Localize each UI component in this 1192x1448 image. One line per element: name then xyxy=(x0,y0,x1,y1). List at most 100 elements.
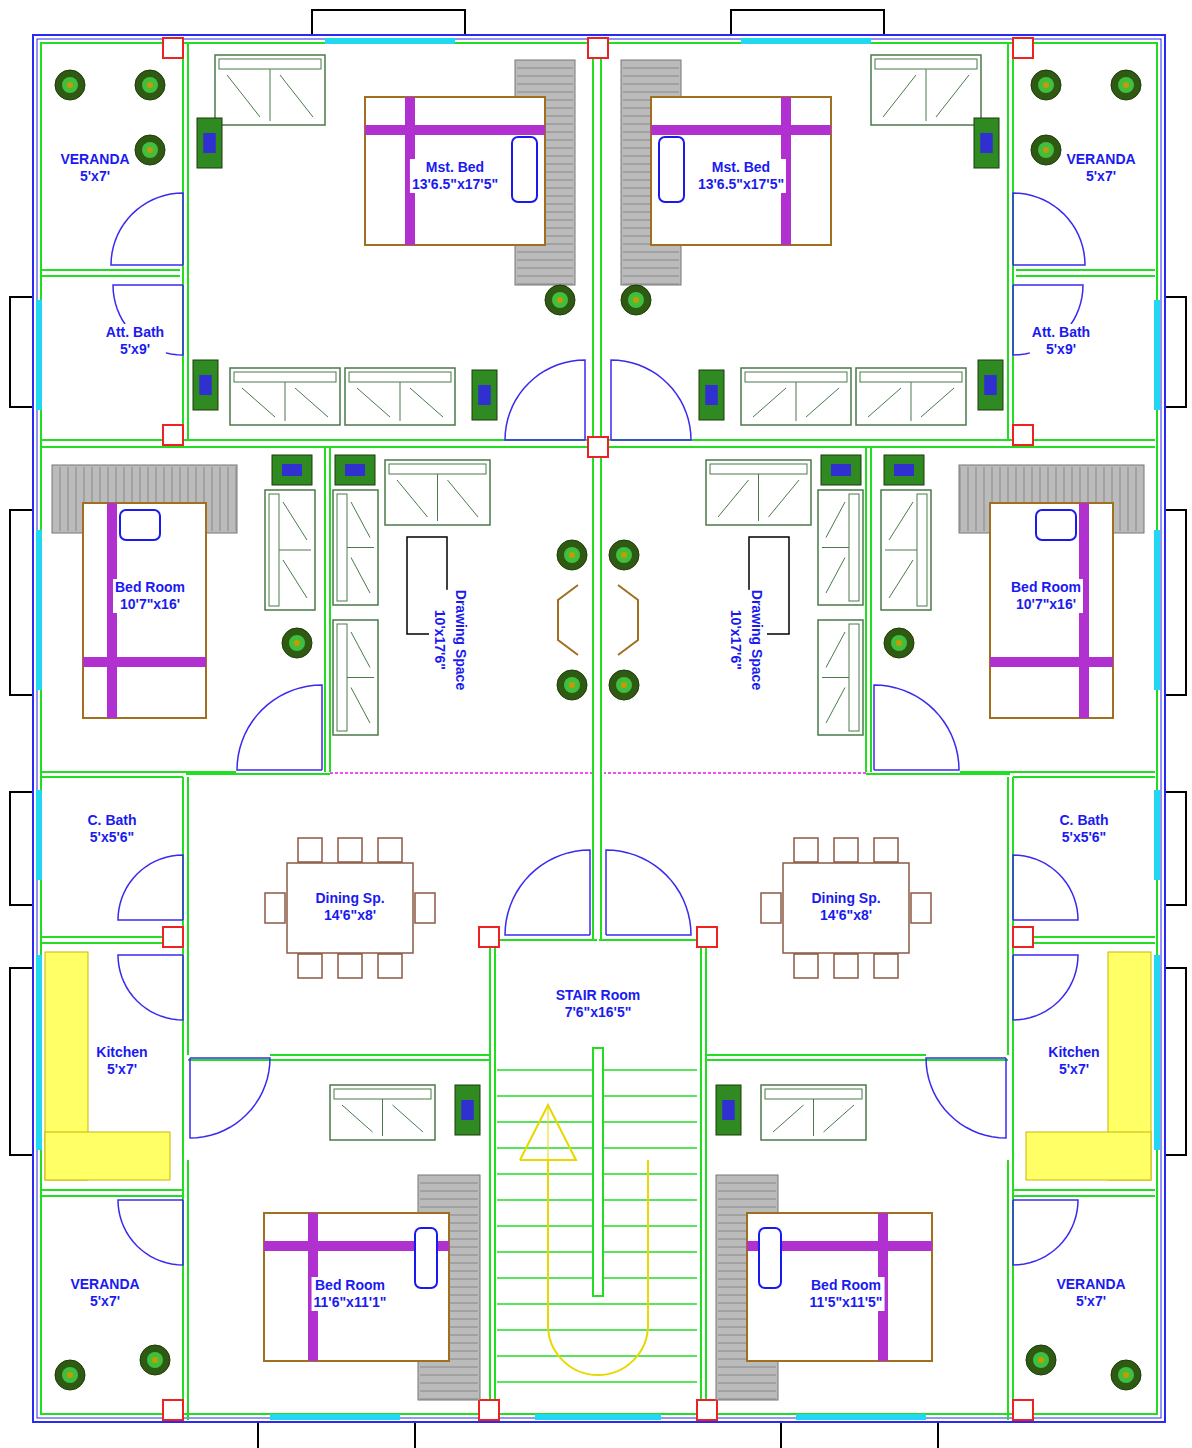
wall xyxy=(489,940,491,1420)
sofa-symbol xyxy=(295,388,328,417)
planter-symbol xyxy=(821,455,861,485)
wall xyxy=(1007,777,1009,1055)
sofa-symbol xyxy=(849,494,859,601)
wardrobe-symbol xyxy=(718,1391,776,1392)
opening-line xyxy=(604,772,866,774)
room-dimension: 10'7"x16' xyxy=(113,596,187,613)
planter-symbol xyxy=(984,375,997,395)
projection xyxy=(731,10,884,35)
chair-symbol xyxy=(415,893,435,923)
room-dimension: 10'7"x16' xyxy=(1009,596,1083,613)
room-label: Bed Room10'7"x16' xyxy=(113,579,187,613)
column xyxy=(163,927,183,947)
plant-symbol xyxy=(621,552,627,558)
planter-symbol xyxy=(461,1100,474,1120)
sofa-symbol xyxy=(230,368,340,425)
projection xyxy=(1163,792,1186,905)
plant-symbol xyxy=(1026,1345,1056,1375)
window xyxy=(36,790,42,880)
sofa-symbol xyxy=(397,480,428,517)
wardrobe-symbol xyxy=(517,92,573,93)
wall xyxy=(494,945,496,1420)
sofa-symbol xyxy=(393,1105,424,1132)
plant-symbol xyxy=(557,540,587,570)
column xyxy=(1013,1400,1033,1420)
planter-symbol xyxy=(831,464,851,476)
pillow-symbol xyxy=(659,137,684,202)
planter-symbol xyxy=(980,133,993,153)
bed-cover xyxy=(83,657,206,667)
room: VERANDA5'x7' xyxy=(40,1195,180,1420)
pillow-symbol xyxy=(759,1228,781,1288)
plant-symbol xyxy=(142,142,158,158)
column xyxy=(1013,38,1033,58)
sofa-symbol xyxy=(219,59,321,69)
chair-symbol xyxy=(794,838,818,862)
plant-symbol xyxy=(1118,1367,1134,1383)
plant-symbol xyxy=(1038,142,1054,158)
sofa-symbol xyxy=(285,382,286,421)
inner-wall xyxy=(41,43,1157,1414)
wardrobe-symbol xyxy=(420,1383,478,1384)
room: STAIR Room7'6"x16'5" xyxy=(495,943,701,1420)
room-name: VERANDA xyxy=(1064,151,1137,168)
sofa-symbol xyxy=(334,1089,431,1099)
wardrobe-symbol xyxy=(718,1399,776,1400)
room: VERANDA5'x7' xyxy=(1016,42,1156,268)
wardrobe-symbol xyxy=(420,1391,478,1392)
sofa-symbol xyxy=(227,75,260,117)
room-name: Att. Bath xyxy=(104,324,166,341)
wall xyxy=(706,1054,926,1056)
plant-symbol xyxy=(1123,1372,1129,1378)
sofa-symbol xyxy=(710,464,807,474)
sofa-symbol xyxy=(769,480,800,517)
room-name: Kitchen xyxy=(1046,1044,1101,1061)
wardrobe-symbol xyxy=(718,1367,776,1368)
wall xyxy=(599,939,706,941)
wardrobe-symbol xyxy=(623,284,679,285)
bed-symbol xyxy=(83,503,206,718)
stair-tread xyxy=(497,1303,697,1305)
room-label: VERANDA5'x7' xyxy=(68,1276,141,1310)
window xyxy=(741,38,871,44)
wardrobe-symbol xyxy=(517,84,573,85)
sofa-symbol xyxy=(283,560,307,598)
room-dimension: 5'x7' xyxy=(1064,168,1137,185)
bed-symbol xyxy=(651,97,831,245)
wall xyxy=(41,275,180,277)
wardrobe-symbol xyxy=(623,268,679,269)
plant-symbol xyxy=(621,682,627,688)
plant-symbol xyxy=(1038,1357,1044,1363)
door-swing xyxy=(874,685,959,770)
wall xyxy=(1013,1195,1155,1197)
wall xyxy=(41,776,183,778)
chair-symbol xyxy=(338,954,362,978)
chair-symbol xyxy=(298,838,322,862)
wardrobe-symbol xyxy=(1136,467,1137,531)
planter-symbol xyxy=(282,464,302,476)
pillow-symbol xyxy=(120,510,160,540)
room-name: C. Bath xyxy=(1058,812,1111,829)
sofa-symbol xyxy=(875,59,977,69)
kitchen-counter xyxy=(45,1132,170,1180)
plant-symbol xyxy=(147,1352,163,1368)
room-name: Bed Room xyxy=(113,579,187,596)
sofa-symbol xyxy=(351,502,370,538)
wardrobe-symbol xyxy=(517,268,573,269)
chair-symbol xyxy=(378,838,402,862)
door-swing xyxy=(1013,193,1085,265)
wardrobe-symbol xyxy=(517,276,573,277)
wardrobe-symbol xyxy=(517,252,573,253)
room: VERANDA5'x7' xyxy=(40,42,180,268)
wardrobe-symbol xyxy=(718,1207,776,1208)
room-label: Mst. Bed13'6.5"x17'5" xyxy=(410,159,500,193)
room-label: Bed Room11'6"x11'1" xyxy=(312,1277,389,1311)
wardrobe-symbol xyxy=(623,84,679,85)
room-label: C. Bath5'x5'6" xyxy=(86,812,139,846)
sofa-symbol xyxy=(889,502,913,540)
room: Dining Sp.14'6"x8' xyxy=(186,777,488,1055)
room-dimension: 5'x7' xyxy=(68,1293,141,1310)
plant-symbol xyxy=(67,1372,73,1378)
sofa-symbol xyxy=(265,490,315,610)
window xyxy=(325,38,455,44)
